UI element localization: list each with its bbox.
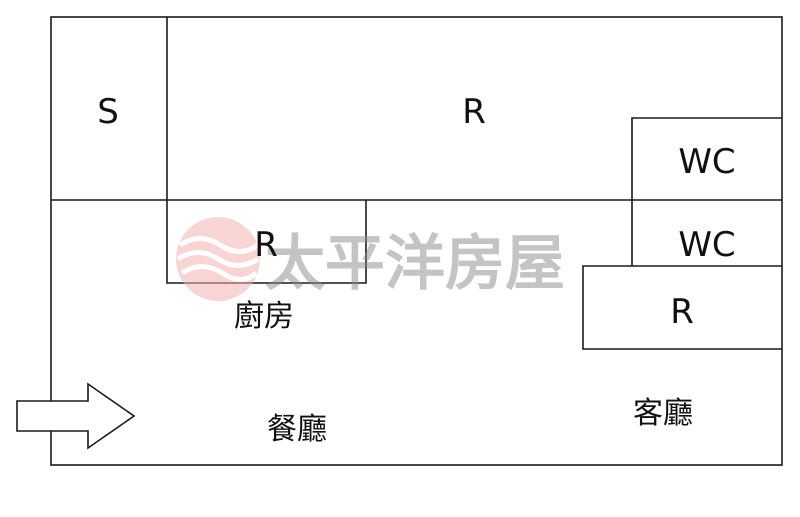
area-label-kitchen: 廚房 [234,299,294,334]
room-label-wc-lower: WC [678,225,735,265]
bedroom-right-wall [582,265,782,350]
arrow-right-icon [16,382,136,450]
bedroom-middle-wall [166,200,367,284]
area-label-dining: 餐廳 [267,412,327,447]
outer-wall [50,16,783,466]
wc-upper-wall [631,117,782,266]
room-label-storage: S [97,92,119,132]
pacific-wave-logo-icon [176,217,260,301]
room-label-bedroom-top: R [462,92,486,132]
room-label-bedroom-right: R [670,292,694,332]
area-label-living: 客廳 [633,396,693,431]
room-label-wc-upper: WC [678,142,735,182]
watermark-text: 太平洋房屋 [265,229,565,299]
room-label-bedroom-middle: R [254,225,278,265]
